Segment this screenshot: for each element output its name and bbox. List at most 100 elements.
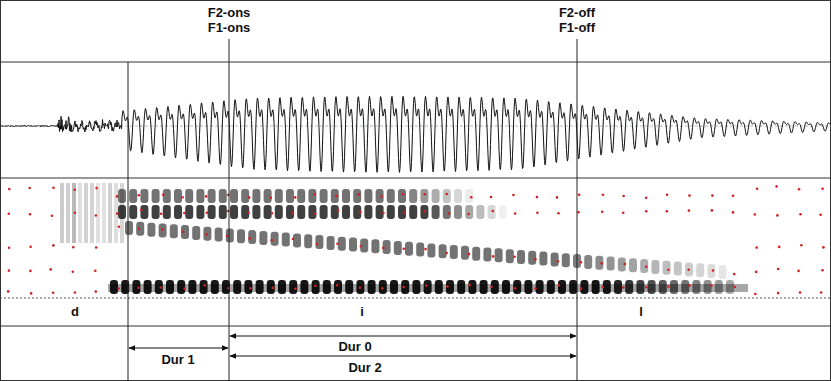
spectral-energy bbox=[297, 189, 305, 203]
spectral-energy bbox=[420, 189, 428, 203]
spectral-energy bbox=[219, 205, 227, 219]
row-rule bbox=[0, 178, 831, 179]
formant-dot bbox=[754, 213, 757, 216]
formant-dot bbox=[116, 195, 119, 198]
spectral-energy bbox=[427, 243, 435, 257]
spectral-energy bbox=[192, 226, 200, 240]
duration-arrow bbox=[129, 347, 228, 348]
formant-dot bbox=[820, 291, 823, 294]
formant-label: F1-off bbox=[557, 20, 597, 35]
formant-dot bbox=[359, 287, 362, 290]
formant-dot bbox=[182, 230, 185, 233]
formant-dot bbox=[600, 262, 603, 265]
spectral-energy bbox=[629, 258, 637, 272]
formant-dot bbox=[776, 214, 779, 217]
spectral-energy bbox=[241, 205, 249, 219]
formant-dot bbox=[688, 194, 691, 197]
formant-dot bbox=[556, 196, 559, 199]
formant-dot bbox=[710, 284, 713, 287]
spectral-energy bbox=[140, 189, 148, 203]
spectral-energy bbox=[685, 262, 693, 276]
waveform-trace bbox=[0, 96, 831, 172]
spectral-energy bbox=[376, 205, 384, 219]
spectral-energy bbox=[129, 189, 137, 203]
formant-dot bbox=[468, 284, 471, 287]
formant-dot bbox=[577, 211, 580, 214]
formant-dot bbox=[72, 246, 75, 249]
formant-dot bbox=[183, 288, 186, 291]
formant-dot bbox=[95, 214, 98, 217]
spectral-energy bbox=[163, 189, 171, 203]
spectral-energy bbox=[320, 189, 328, 203]
spectral-energy bbox=[185, 205, 193, 219]
formant-dot bbox=[28, 187, 31, 190]
spectral-energy bbox=[152, 189, 160, 203]
formant-dot bbox=[402, 248, 405, 251]
spectral-energy bbox=[454, 205, 462, 219]
formant-dot bbox=[292, 212, 295, 215]
spectral-energy bbox=[315, 235, 323, 249]
spectral-energy bbox=[387, 189, 395, 203]
spectral-energy bbox=[607, 257, 615, 271]
formant-dot bbox=[138, 227, 141, 230]
formant-dot bbox=[402, 286, 405, 289]
formant-dot bbox=[755, 271, 758, 274]
formant-dot bbox=[74, 212, 77, 215]
spectral-energy bbox=[136, 222, 144, 236]
formant-dot bbox=[335, 195, 338, 198]
formant-dot bbox=[272, 287, 275, 290]
formant-dot bbox=[448, 212, 451, 215]
formant-dot bbox=[359, 211, 362, 214]
formant-dot bbox=[622, 195, 625, 198]
formant-dot bbox=[777, 268, 780, 271]
formant-dot bbox=[798, 188, 801, 191]
formant-label: F2-off bbox=[557, 5, 597, 20]
row-rule bbox=[0, 326, 831, 327]
spectral-energy bbox=[264, 205, 272, 219]
formant-dot bbox=[821, 269, 824, 272]
spectral-energy bbox=[259, 231, 267, 245]
spectral-energy bbox=[472, 247, 480, 261]
formant-dot bbox=[313, 193, 316, 196]
spectral-energy bbox=[465, 205, 473, 219]
spectral-energy bbox=[618, 257, 626, 271]
formant-dot bbox=[580, 261, 583, 264]
formant-dot bbox=[534, 287, 537, 290]
spectral-energy bbox=[297, 205, 305, 219]
boundary-line bbox=[577, 39, 578, 381]
burst-energy bbox=[102, 183, 106, 243]
formant-dot bbox=[645, 197, 648, 200]
spectral-energy bbox=[674, 262, 682, 276]
spectral-energy bbox=[226, 229, 234, 243]
formant-dot bbox=[314, 213, 317, 216]
duration-arrow bbox=[230, 355, 576, 356]
formant-dot bbox=[732, 211, 735, 214]
spectral-energy bbox=[293, 233, 301, 247]
boundary-line bbox=[128, 62, 129, 381]
burst-energy bbox=[66, 183, 70, 243]
spectral-energy bbox=[118, 205, 126, 219]
spectral-energy bbox=[439, 244, 447, 258]
spectral-energy bbox=[208, 189, 216, 203]
formant-dot bbox=[160, 286, 163, 289]
burst-energy bbox=[78, 183, 82, 243]
formant-dot bbox=[622, 286, 625, 289]
spectral-energy bbox=[275, 205, 283, 219]
spectral-energy bbox=[483, 248, 491, 262]
formant-dot bbox=[514, 212, 517, 215]
spectral-energy bbox=[152, 205, 160, 219]
formant-dot bbox=[271, 212, 274, 215]
spectral-energy bbox=[342, 205, 350, 219]
spectral-energy bbox=[595, 256, 603, 270]
spectral-energy bbox=[170, 224, 178, 238]
formant-dot bbox=[52, 244, 55, 247]
spectral-energy bbox=[174, 189, 182, 203]
formant-dot bbox=[734, 286, 737, 289]
formant-dot bbox=[512, 194, 515, 197]
spectral-energy bbox=[707, 264, 715, 278]
segment-label: d bbox=[69, 304, 81, 319]
spectral-energy bbox=[450, 245, 458, 259]
formant-dot bbox=[645, 266, 648, 269]
